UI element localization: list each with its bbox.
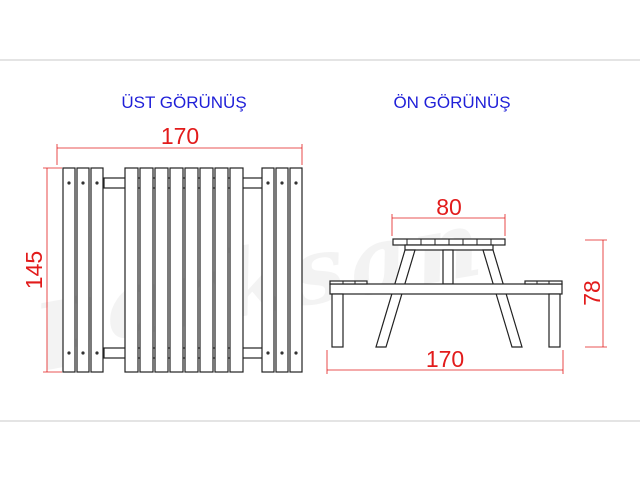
table-slat (184, 167, 199, 373)
table-slat (229, 167, 244, 373)
table-slat (154, 167, 169, 373)
front-right-bench-seat (524, 280, 563, 285)
top-depth-dimension: 145 (21, 251, 47, 289)
table-slat (139, 167, 154, 373)
front-center-support (442, 249, 454, 285)
front-height-dimension: 78 (579, 280, 605, 306)
left-bench-slat (90, 167, 104, 373)
front-overall-width-dimension: 170 (426, 346, 464, 372)
front-table-apron (404, 244, 494, 251)
table-slat (199, 167, 214, 373)
front-right-leg (482, 249, 523, 348)
front-left-bench-seat (329, 280, 368, 285)
front-view-label: ÖN GÖRÜNÜŞ (393, 93, 510, 112)
right-bench-slat (289, 167, 303, 373)
left-bench-slat (62, 167, 76, 373)
front-table-width-dimension: 80 (436, 194, 462, 220)
table-slat (169, 167, 184, 373)
top-width-dimension: 170 (161, 123, 199, 149)
right-bench-slat (261, 167, 275, 373)
bolt-heads (67, 181, 298, 355)
top-view: 170 145 (21, 123, 303, 373)
table-slat (214, 167, 229, 373)
front-left-leg (375, 249, 416, 348)
front-right-bench-post (548, 293, 561, 348)
front-view: 80 170 (326, 194, 607, 374)
left-bench-slat (76, 167, 90, 373)
front-left-bench-post (331, 293, 344, 348)
table-slat (124, 167, 139, 373)
right-bench-slat (275, 167, 289, 373)
top-view-label: ÜST GÖRÜNÜŞ (121, 93, 246, 112)
front-bench-crossbar (329, 283, 563, 295)
